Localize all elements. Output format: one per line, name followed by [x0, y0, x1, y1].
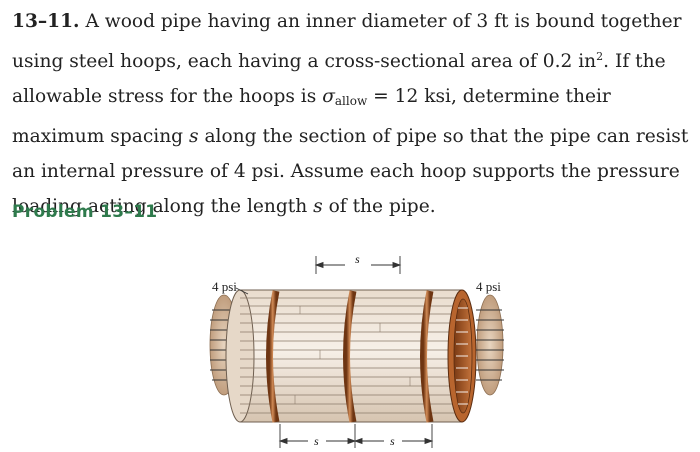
left-pressure-label: 4 psi: [212, 279, 237, 294]
exponent: 2: [596, 50, 604, 63]
problem-text-part: = 12 ksi, determine their maximum spacin…: [12, 86, 611, 147]
problem-text-part: A wood pipe having an inner diameter of …: [12, 11, 682, 72]
sigma-subscript: allow: [334, 94, 368, 108]
problem-text-part: along the section of pipe so that the pi…: [12, 126, 689, 217]
problem-number: 13–11.: [12, 11, 80, 32]
top-spacing-label: s: [355, 252, 360, 266]
problem-text-part: . If the allowable stress for the hoops …: [12, 51, 666, 107]
inner-pressure-arrows: [456, 307, 468, 405]
problem-heading: Problem 13–11: [12, 202, 158, 222]
left-pressure-leader: [235, 287, 249, 295]
pipe-left-end: [225, 289, 255, 423]
problem-statement: 13–11. A wood pipe having an inner diame…: [12, 4, 692, 224]
pipe-diagram: 4 psi 4 psi s s s: [209, 252, 504, 448]
problem-text-part: of the pipe.: [322, 196, 436, 217]
stave-joints: [294, 306, 411, 404]
hoop-3: [420, 290, 434, 423]
top-spacing-dimension: [314, 256, 402, 274]
hoop-1: [266, 290, 280, 423]
bottom-spacing-dimension: [278, 424, 434, 448]
spacing-symbol: s: [188, 126, 199, 147]
right-pressure-arrows: [476, 309, 504, 381]
pipe-figure: 4 psi 4 psi s s s: [200, 248, 520, 452]
bottom-spacing-label-2: s: [390, 434, 395, 448]
hoop-2: [343, 290, 357, 423]
bottom-spacing-label-1: s: [314, 434, 319, 448]
right-pressure-label: 4 psi: [476, 279, 501, 294]
sigma-symbol: σ: [322, 86, 335, 107]
spacing-symbol: s: [313, 196, 323, 217]
